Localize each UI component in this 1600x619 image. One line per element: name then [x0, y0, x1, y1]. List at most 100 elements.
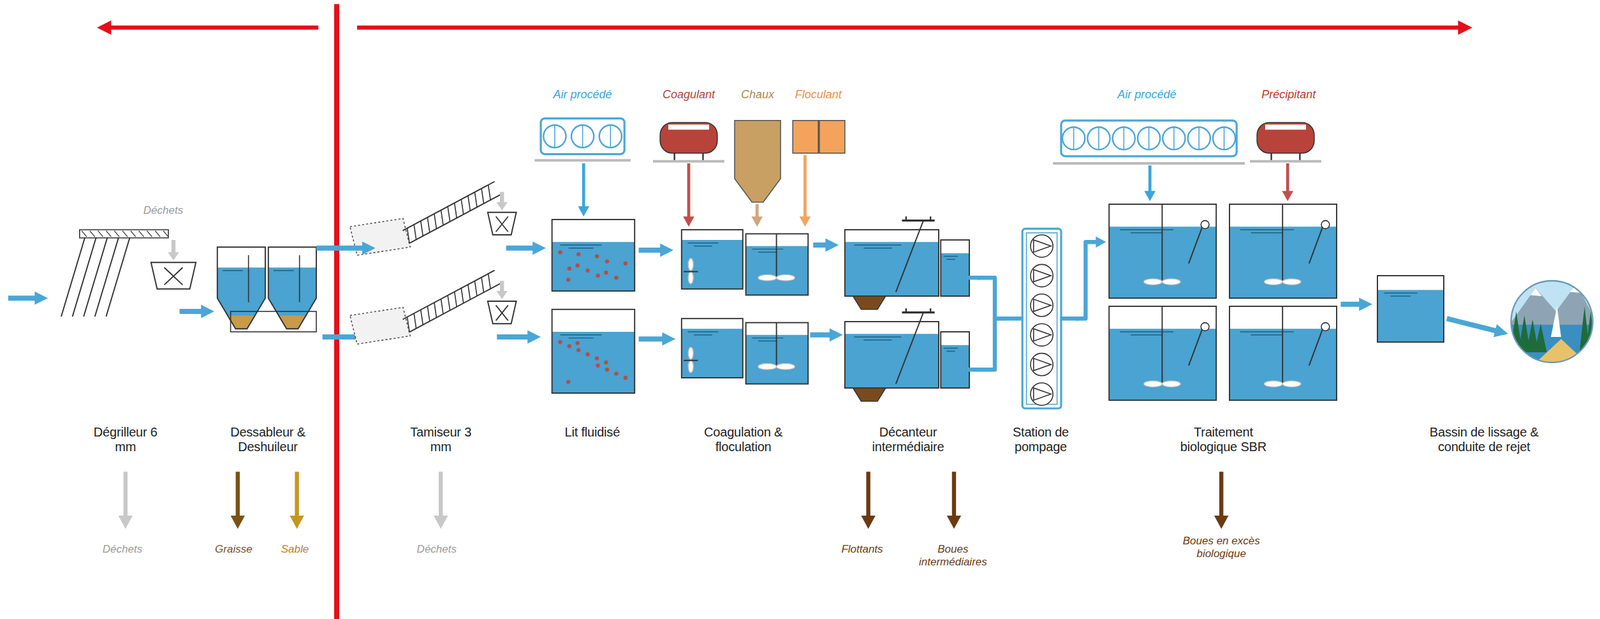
pump-arrow — [1033, 299, 1051, 312]
stage-caption: Tamiseur 3 mm — [405, 424, 476, 455]
stage-caption: Lit fluidisé — [565, 424, 621, 440]
decanter-float — [1321, 220, 1330, 229]
water-surface — [1240, 330, 1294, 332]
flow-arrow — [638, 243, 674, 257]
arrow-head — [682, 216, 695, 227]
outlet-pipe — [1059, 316, 1078, 321]
equipment-base — [534, 158, 631, 162]
arrow-head — [751, 216, 763, 227]
baffle — [299, 255, 301, 303]
fan-axis — [610, 124, 612, 148]
section-arrow — [107, 25, 319, 30]
flow-arrow — [179, 304, 215, 319]
water-surface — [1130, 334, 1163, 335]
tank-wall — [552, 219, 636, 291]
water-surface — [568, 337, 594, 338]
connector-line — [321, 245, 367, 251]
tank-headspace — [746, 322, 809, 384]
screw-flight — [420, 309, 423, 325]
stage-caption: Bassin de lissage & conduite de rejet — [1420, 424, 1548, 455]
tank-headspace — [1229, 306, 1337, 400]
tank-wall — [1108, 306, 1217, 400]
scraper-post — [905, 308, 907, 312]
sbr-reactor — [1108, 204, 1217, 298]
mixer-blade — [1263, 278, 1283, 286]
screw-flight — [454, 291, 457, 307]
settler-tank — [844, 229, 939, 296]
mixer-blade — [1161, 380, 1181, 388]
byproduct-label: Flottants — [841, 542, 883, 556]
pump-symbol — [1030, 382, 1053, 405]
propeller-shaft — [683, 359, 698, 361]
screw-flight — [407, 228, 410, 244]
blower-fan — [571, 124, 594, 148]
tank-water — [844, 333, 939, 388]
water-surface — [854, 336, 902, 337]
arrow-head — [829, 327, 844, 342]
sludge-hopper — [853, 295, 886, 310]
arrow-head — [230, 515, 245, 529]
tank-wall — [746, 322, 809, 384]
conveyor-slat — [146, 230, 152, 238]
vessel-leg — [702, 153, 704, 161]
mixer-blade — [1263, 380, 1283, 388]
byproduct-arrow — [235, 471, 240, 520]
bed-media — [603, 360, 608, 365]
arrow-head — [118, 515, 133, 529]
blower-fan — [1212, 126, 1236, 150]
tank-water — [681, 239, 743, 289]
mixer-shaft — [1161, 204, 1163, 282]
screw-casing — [403, 270, 495, 320]
byproduct-label: Déchets — [102, 542, 143, 556]
mixer-blade — [1144, 278, 1163, 286]
hopper-wall — [217, 246, 266, 329]
tank-water — [1377, 289, 1444, 342]
tank-wall — [552, 309, 636, 393]
tank-headspace — [844, 321, 939, 388]
screw-flight — [468, 284, 470, 300]
byproduct-arrow — [1219, 471, 1224, 520]
screw-flight — [434, 213, 437, 229]
connector-line — [582, 163, 586, 210]
tank-headspace — [1229, 204, 1337, 298]
water-surface — [946, 350, 955, 352]
bed-media — [557, 249, 562, 254]
conveyor — [79, 229, 169, 238]
scraper-bridge — [901, 311, 935, 314]
flocculation-tank — [746, 233, 809, 295]
settler-outlet — [940, 239, 970, 296]
pump-rack — [1022, 228, 1062, 409]
flocculation-tank — [746, 322, 809, 384]
equipment-base — [1052, 161, 1245, 165]
reagent-unit: Chaux — [726, 88, 789, 205]
water-surface — [943, 255, 958, 257]
caption-wrap: Dessableur & Deshuileur — [214, 424, 322, 455]
mixer-blade — [758, 363, 777, 370]
byproduct-label: Boues intermédiaires — [908, 542, 998, 568]
water-surface — [758, 251, 777, 252]
stage-caption: Traitement biologique SBR — [1172, 424, 1275, 455]
arrow-head — [433, 515, 448, 529]
bed-media — [585, 352, 590, 356]
blower-fan — [1137, 126, 1160, 150]
blower-housing — [540, 118, 625, 155]
conveyor-slat — [105, 230, 111, 238]
sbr-reactor — [1229, 204, 1337, 298]
scraper-arm — [895, 312, 924, 384]
water-surface — [568, 247, 594, 249]
vessel-leg — [1299, 153, 1301, 161]
conveyor-slat — [154, 230, 161, 238]
bed-media — [605, 367, 610, 372]
bed-media — [557, 339, 562, 344]
propeller-blade — [688, 360, 694, 373]
bed-media — [605, 258, 610, 263]
hopper-frame — [230, 311, 317, 332]
tank-water — [552, 331, 636, 393]
flow-arrow — [321, 241, 376, 255]
hopper-water — [268, 267, 317, 329]
tank-headspace — [1377, 275, 1444, 342]
bed-media — [595, 273, 600, 278]
pump-symbol — [1030, 353, 1053, 376]
arrow-head — [1144, 190, 1156, 201]
